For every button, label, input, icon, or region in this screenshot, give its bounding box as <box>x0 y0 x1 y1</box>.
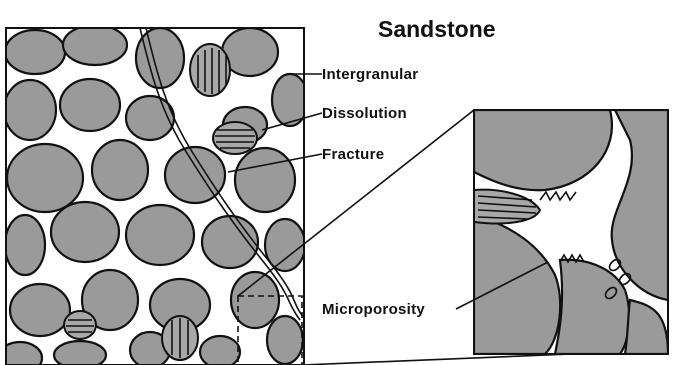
annotation-intergranular: Intergranular <box>292 66 418 83</box>
thin-section-panel <box>0 25 308 365</box>
label-fracture: Fracture <box>322 146 384 163</box>
label-intergranular: Intergranular <box>322 66 418 83</box>
diagram-title: Sandstone <box>378 16 496 42</box>
label-microporosity: Microporosity <box>322 301 425 318</box>
label-dissolution: Dissolution <box>322 105 407 122</box>
